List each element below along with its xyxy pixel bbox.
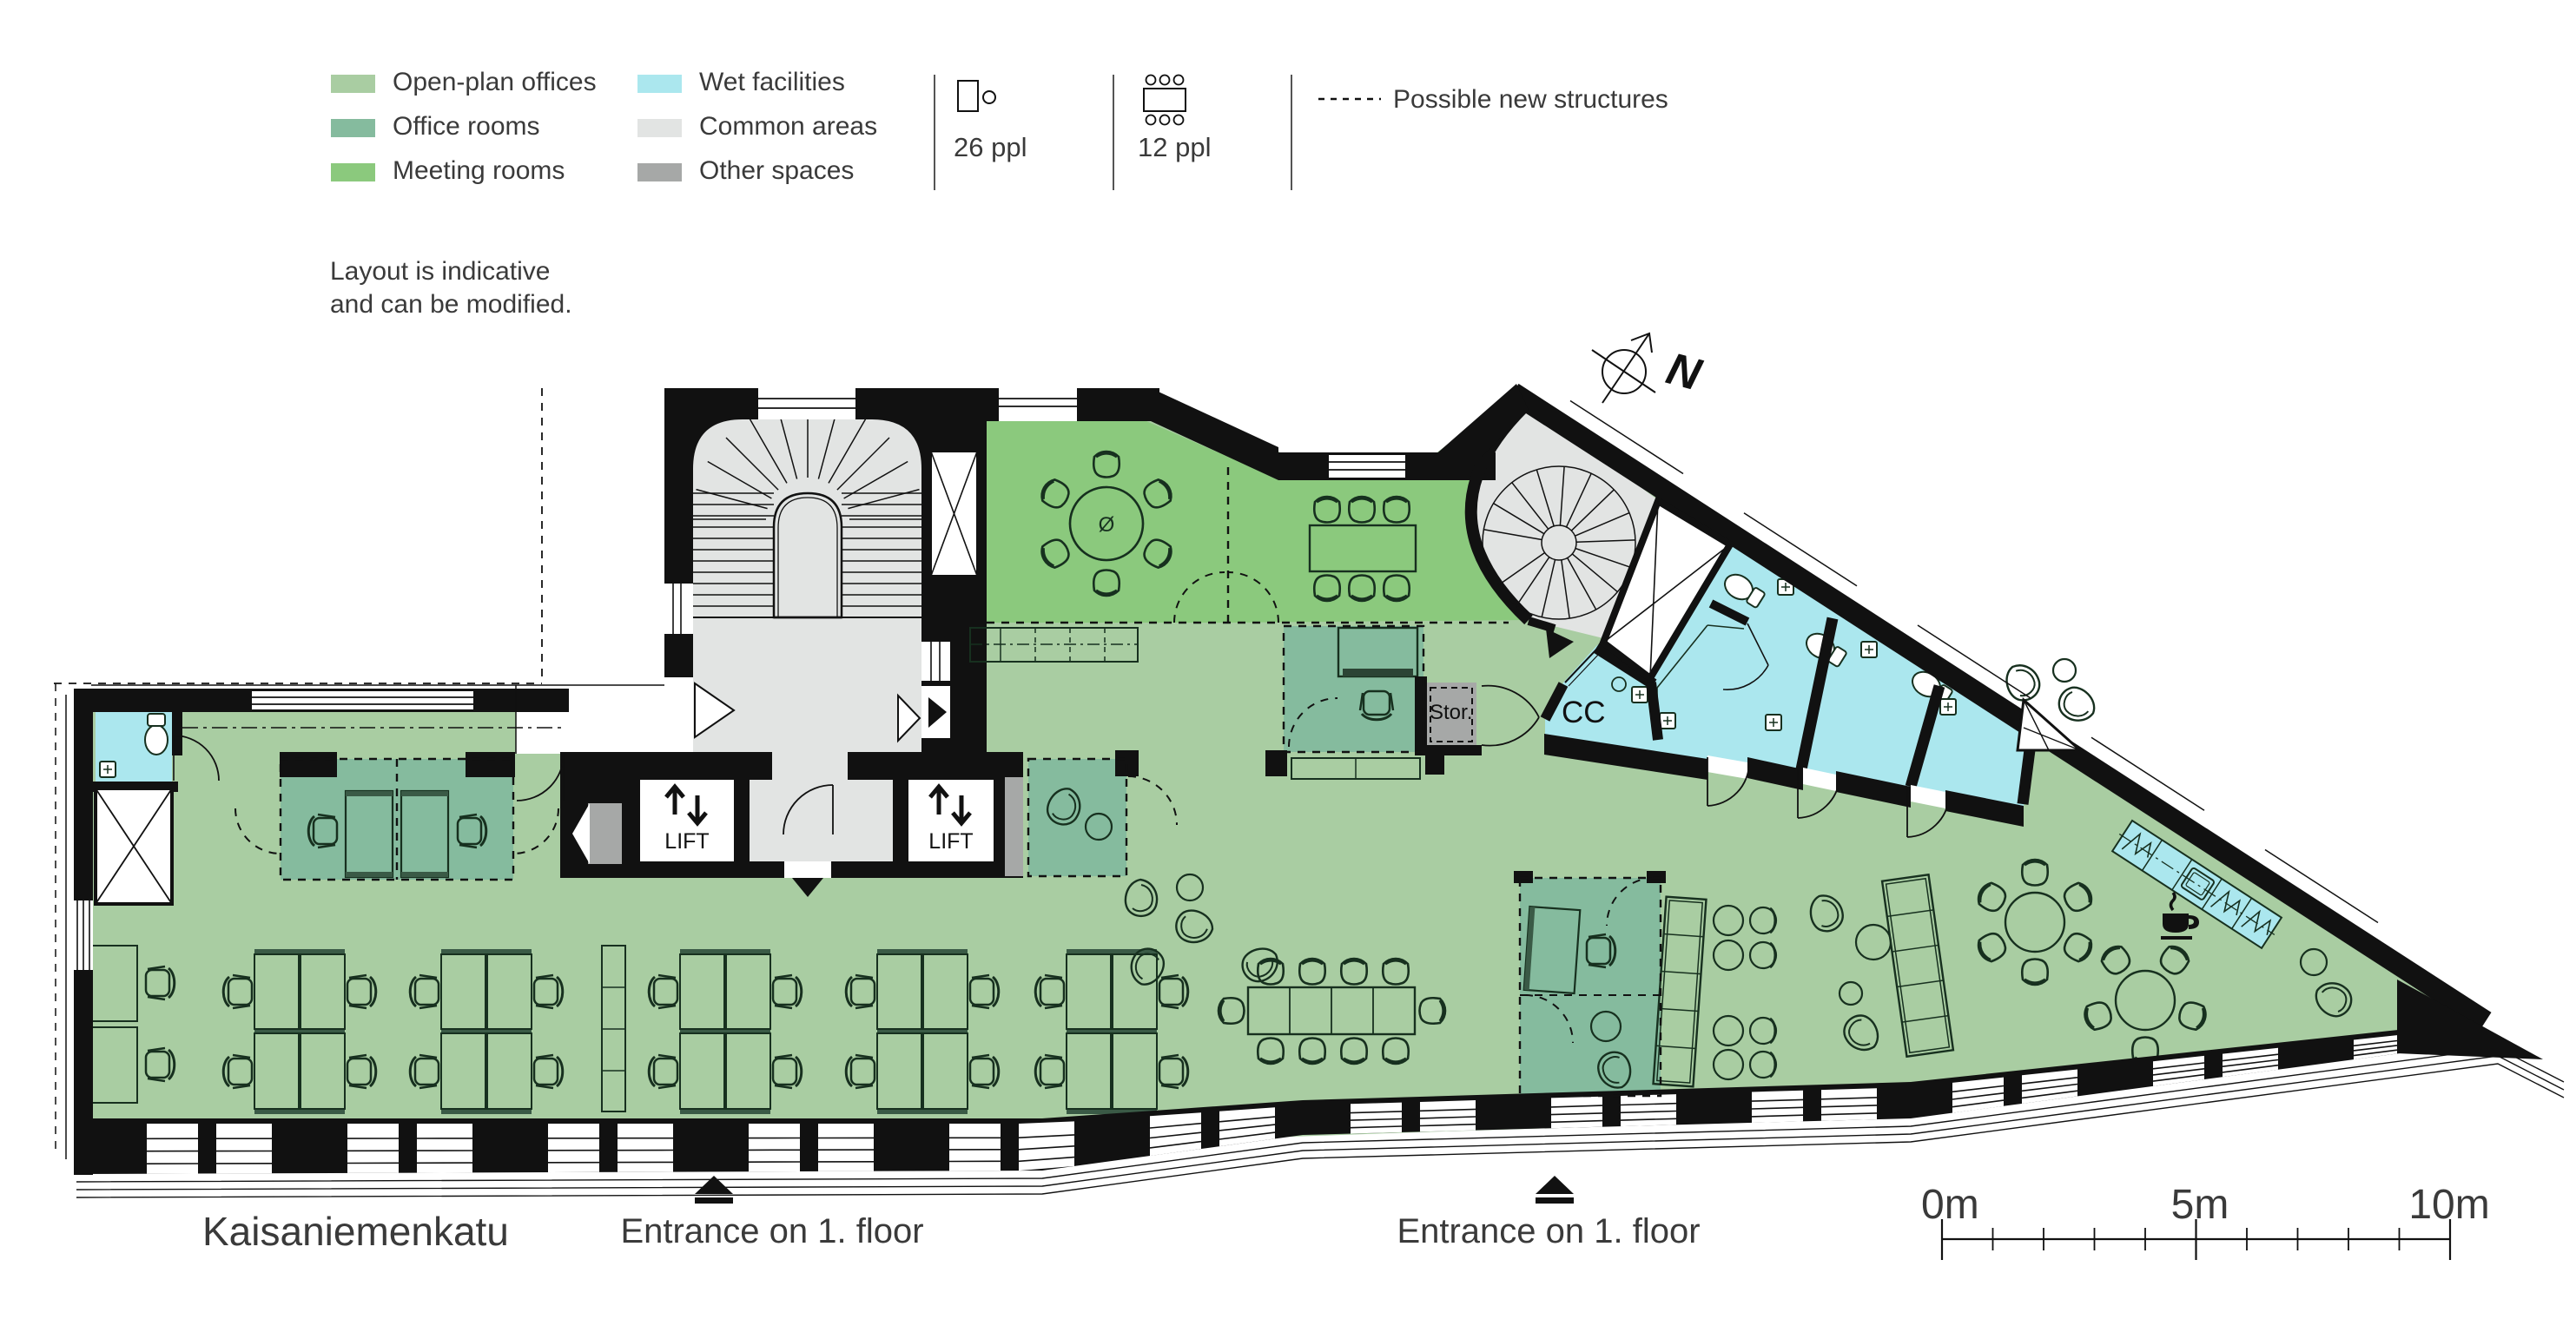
svg-text:Kaisaniemenkatu: Kaisaniemenkatu bbox=[202, 1209, 509, 1254]
svg-text:26 ppl: 26 ppl bbox=[954, 132, 1027, 162]
svg-text:5m: 5m bbox=[2171, 1182, 2229, 1228]
svg-text:Wet facilities: Wet facilities bbox=[699, 68, 845, 96]
svg-text:N: N bbox=[1661, 344, 1707, 401]
svg-text:10m: 10m bbox=[2408, 1182, 2489, 1228]
svg-text:Other spaces: Other spaces bbox=[699, 156, 854, 185]
svg-text:CC: CC bbox=[1562, 696, 1606, 729]
svg-text:Stor.: Stor. bbox=[1430, 701, 1472, 724]
svg-text:and can be modified.: and can be modified. bbox=[330, 290, 572, 319]
svg-text:0m: 0m bbox=[1921, 1182, 1979, 1228]
svg-text:Office rooms: Office rooms bbox=[393, 112, 540, 141]
svg-text:Meeting rooms: Meeting rooms bbox=[393, 156, 565, 185]
svg-text:Entrance on 1. floor: Entrance on 1. floor bbox=[620, 1212, 923, 1250]
svg-text:Layout is indicative: Layout is indicative bbox=[330, 257, 550, 286]
svg-text:Possible new structures: Possible new structures bbox=[1393, 85, 1668, 114]
svg-text:Entrance on 1. floor: Entrance on 1. floor bbox=[1397, 1212, 1700, 1250]
svg-text:LIFT: LIFT bbox=[928, 829, 973, 854]
svg-text:LIFT: LIFT bbox=[664, 829, 709, 854]
svg-text:Open-plan offices: Open-plan offices bbox=[393, 68, 597, 96]
svg-text:12 ppl: 12 ppl bbox=[1138, 132, 1211, 162]
svg-text:Common areas: Common areas bbox=[699, 112, 877, 141]
svg-text:Ø: Ø bbox=[1099, 513, 1115, 537]
